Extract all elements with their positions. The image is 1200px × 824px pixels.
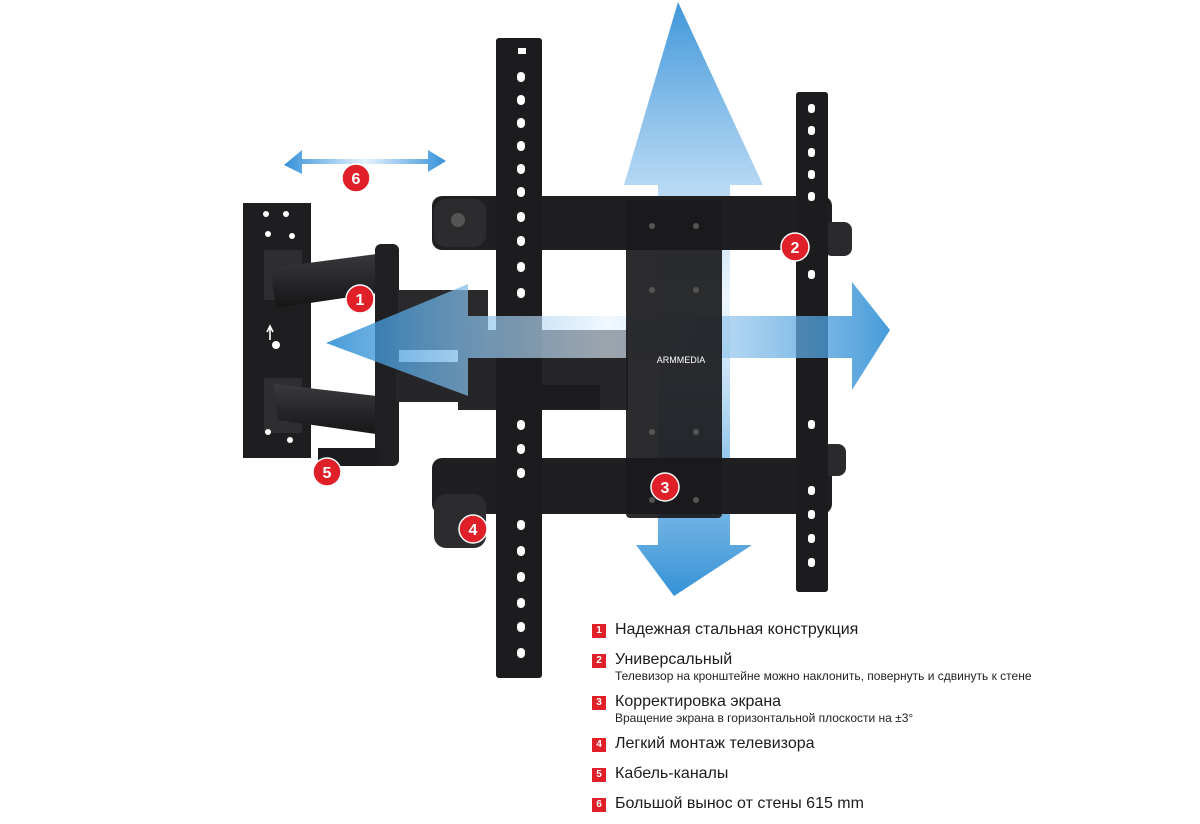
feature-number-badge: 6 (592, 798, 606, 812)
feature-number-badge: 5 (592, 768, 606, 782)
marker-1-label: 1 (356, 292, 365, 309)
marker-3: 3 (650, 472, 680, 502)
marker-2-label: 2 (791, 240, 800, 257)
feature-item-3: 3 Корректировка экрана Вращение экрана в… (592, 692, 1192, 725)
brand-logo: ARMMEDIA (657, 355, 706, 365)
feature-list: 1 Надежная стальная конструкция 2 Универ… (592, 620, 1192, 824)
feature-title: Легкий монтаж телевизора (615, 735, 815, 752)
feature-item-1: 1 Надежная стальная конструкция (592, 620, 1192, 640)
center-bracket: ARMMEDIA (626, 200, 722, 518)
marker-3-label: 3 (661, 480, 670, 497)
feature-subtitle: Телевизор на кронштейне можно наклонить,… (615, 669, 1032, 683)
feature-title: Кабель-каналы (615, 765, 729, 782)
marker-5: 5 (312, 457, 342, 487)
feature-item-2: 2 Универсальный Телевизор на кронштейне … (592, 650, 1192, 683)
feature-item-6: 6 Большой вынос от стены 615 mm (592, 794, 1192, 814)
feature-title: Корректировка экрана (615, 693, 782, 710)
feature-number-badge: 4 (592, 738, 606, 752)
feature-subtitle: Вращение экрана в горизонтальной плоскос… (615, 711, 914, 725)
product-illustration: ARMMEDIA 1 2 3 4 5 6 (243, 2, 890, 678)
marker-1: 1 (345, 284, 375, 314)
feature-number-badge: 1 (592, 624, 606, 638)
marker-4-label: 4 (469, 522, 478, 539)
lateral-shift-arrow (284, 150, 446, 174)
marker-2: 2 (780, 232, 810, 262)
feature-markers: 1 2 3 4 5 6 (312, 163, 810, 544)
marker-6-label: 6 (352, 171, 361, 188)
marker-4: 4 (458, 514, 488, 544)
marker-5-label: 5 (323, 465, 332, 482)
feature-number-badge: 3 (592, 696, 606, 710)
feature-item-4: 4 Легкий монтаж телевизора (592, 734, 1192, 754)
feature-title: Универсальный (615, 651, 733, 668)
feature-item-5: 5 Кабель-каналы (592, 764, 1192, 784)
marker-6: 6 (341, 163, 371, 193)
horizontal-motion-arrow (326, 282, 890, 396)
feature-title: Надежная стальная конструкция (615, 621, 859, 638)
feature-title: Большой вынос от стены 615 mm (615, 795, 864, 812)
feature-number-badge: 2 (592, 654, 606, 668)
